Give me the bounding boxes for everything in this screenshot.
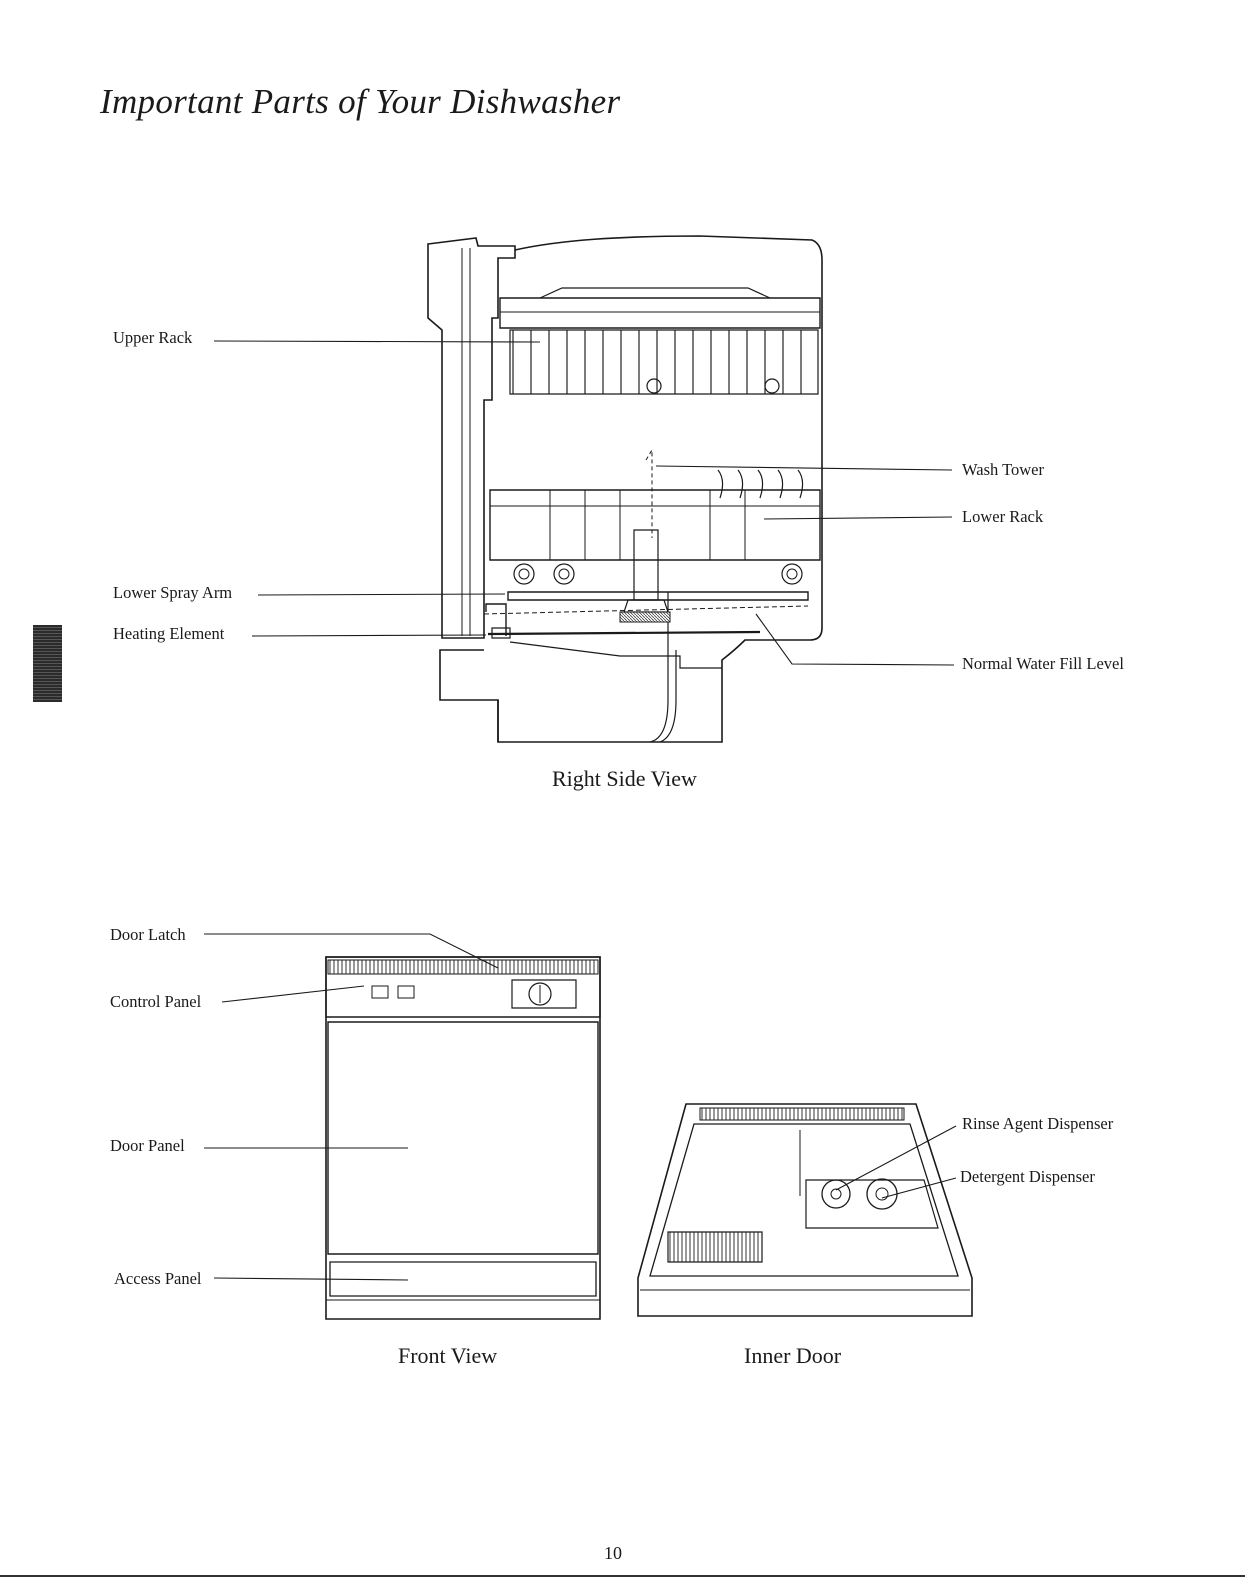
label-access-panel: Access Panel [114, 1271, 202, 1288]
label-door-latch: Door Latch [110, 927, 186, 944]
right-side-view-drawing [214, 236, 954, 742]
inner-door-drawing [638, 1104, 972, 1316]
label-normal-water-fill-level: Normal Water Fill Level [962, 656, 1124, 673]
label-door-panel: Door Panel [110, 1138, 185, 1155]
caption-inner-door: Inner Door [744, 1345, 841, 1367]
label-lower-spray-arm: Lower Spray Arm [113, 585, 232, 602]
caption-front-view: Front View [398, 1345, 497, 1367]
label-rinse-agent-dispenser: Rinse Agent Dispenser [962, 1116, 1113, 1133]
page-number: 10 [604, 1543, 622, 1564]
leader-lines-front [204, 934, 498, 1280]
label-detergent-dispenser: Detergent Dispenser [960, 1169, 1095, 1186]
bottom-rule [0, 1575, 1245, 1577]
label-lower-rack: Lower Rack [962, 509, 1043, 526]
label-heating-element: Heating Element [113, 626, 224, 643]
label-wash-tower: Wash Tower [962, 462, 1044, 479]
label-upper-rack: Upper Rack [113, 330, 192, 347]
front-view-drawing [204, 934, 600, 1319]
label-control-panel: Control Panel [110, 994, 201, 1011]
caption-right-side-view: Right Side View [552, 768, 697, 790]
